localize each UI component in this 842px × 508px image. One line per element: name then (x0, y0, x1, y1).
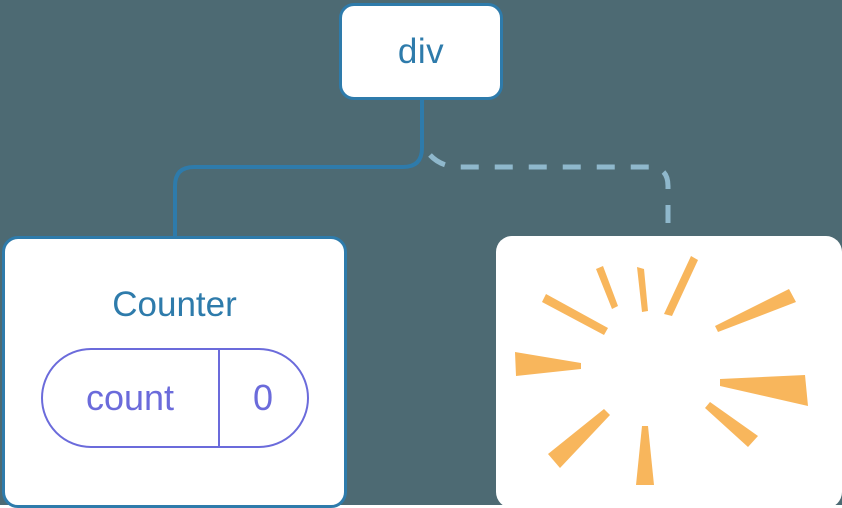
state-pill-divider (217, 350, 220, 446)
node-div[interactable]: div (339, 3, 503, 100)
sparkle-ray (637, 267, 648, 312)
sparkle-ray (664, 256, 698, 316)
sparkle-ray (715, 289, 796, 332)
sparkle-ray (548, 409, 610, 468)
sparkle-ray (720, 375, 808, 406)
sparkle-ray (515, 352, 581, 376)
state-pill-count[interactable]: count 0 (40, 348, 309, 448)
sparkle-ray (636, 426, 654, 485)
sparkle-ray (705, 402, 758, 447)
sparkle-ray (596, 266, 618, 309)
state-key-label: count (85, 377, 175, 418)
node-div-label: div (397, 32, 445, 71)
state-value-label: 0 (252, 377, 274, 418)
node-counter-label: Counter (112, 285, 237, 324)
edge-div-to-counter (173, 98, 424, 238)
edge-div-to-sparkle (428, 153, 671, 237)
sparkle-burst-icon (515, 256, 808, 485)
sparkle-ray (542, 294, 608, 335)
node-sparkle[interactable] (496, 236, 842, 508)
node-counter[interactable]: Counter count 0 (2, 236, 347, 508)
